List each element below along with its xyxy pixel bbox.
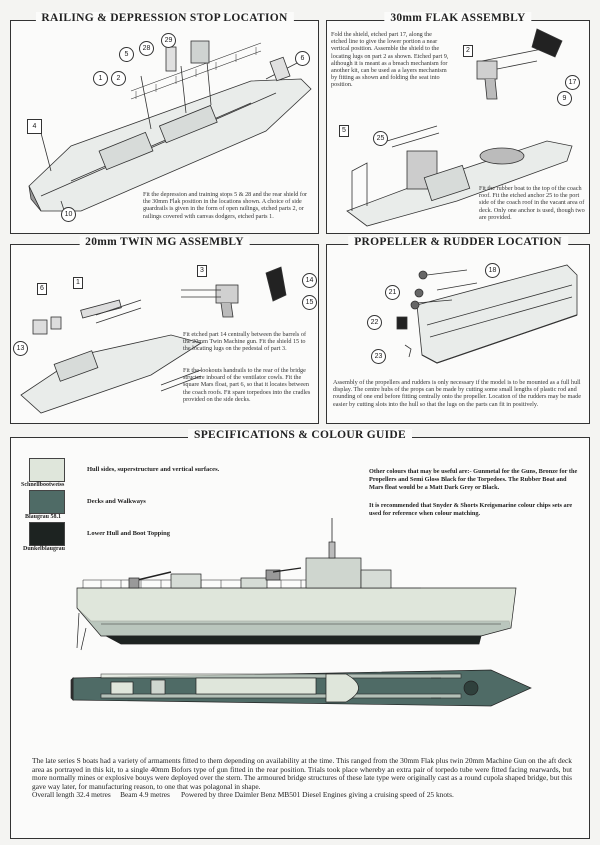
swatch-desc-3: Lower Hull and Boot Topping bbox=[87, 530, 170, 537]
flak-callout-9: 9 bbox=[557, 91, 572, 106]
callout-5: 5 bbox=[119, 47, 134, 62]
side-profile bbox=[76, 518, 517, 651]
mg-callout-13: 13 bbox=[13, 341, 28, 356]
swatch-dunkelblaugrau bbox=[29, 522, 65, 546]
callout-2: 2 bbox=[111, 71, 126, 86]
callout-29: 29 bbox=[161, 33, 176, 48]
swatch-desc-2: Decks and Walkways bbox=[87, 498, 146, 505]
mg-callout-6: 6 bbox=[37, 283, 47, 295]
callout-1: 1 bbox=[93, 71, 108, 86]
prop-callout-23: 23 bbox=[371, 349, 386, 364]
flak-panel: 30mm FLAK ASSEMBLY Fold the shield, etch… bbox=[326, 12, 590, 234]
specs-line: Overall length 32.4 metres Beam 4.9 metr… bbox=[32, 791, 572, 800]
other-colours-note: Other colours that may be useful are:- G… bbox=[369, 468, 578, 491]
propeller-diagram bbox=[396, 264, 578, 364]
swatch-schnellbootweiss bbox=[29, 458, 65, 482]
swatch-blaugrau bbox=[29, 490, 65, 514]
railing-diagram bbox=[28, 40, 312, 217]
callout-6: 6 bbox=[295, 51, 310, 66]
prop-callout-18: 18 bbox=[485, 263, 500, 278]
swatch-label-1: Schnellbootweiss bbox=[21, 482, 65, 488]
swatch-desc-1: Hull sides, superstructure and vertical … bbox=[87, 466, 220, 473]
mg-callout-15: 15 bbox=[302, 295, 317, 310]
flak-note-bottom: Fit the rubber boat to the top of the co… bbox=[479, 185, 585, 221]
callout-10: 10 bbox=[61, 207, 76, 222]
flak-callout-17: 17 bbox=[565, 75, 580, 90]
prop-callout-22: 22 bbox=[367, 315, 382, 330]
description-paragraph: The late series S boats had a variety of… bbox=[32, 756, 572, 791]
callout-4: 4 bbox=[27, 119, 42, 134]
swatch-label-2: Blaugrau 58.1 bbox=[25, 514, 62, 520]
plan-view bbox=[70, 669, 532, 707]
callout-28: 28 bbox=[139, 41, 154, 56]
mg-diagram bbox=[20, 266, 287, 414]
flak-title: 30mm FLAK ASSEMBLY bbox=[384, 12, 532, 24]
flak-callout-5: 5 bbox=[339, 125, 349, 137]
flak-callout-25: 25 bbox=[373, 131, 388, 146]
mg-callout-1: 1 bbox=[73, 277, 83, 289]
swatch-label-3: Dunkelblaugrau bbox=[23, 546, 66, 552]
railing-title: RAILING & DEPRESSION STOP LOCATION bbox=[35, 12, 294, 24]
flak-callout-2: 2 bbox=[463, 45, 473, 57]
mg-note-bottom: Fit the lookouts handrails to the rear o… bbox=[183, 367, 311, 403]
overall-length: Overall length 32.4 metres bbox=[32, 790, 111, 800]
propeller-note: Assembly of the propellers and rudders i… bbox=[333, 379, 581, 408]
mg-panel: 20mm TWIN MG ASSEMBLY 3 14 15 1 6 13 Fit… bbox=[10, 236, 319, 424]
boat-drawings bbox=[70, 518, 532, 707]
railing-panel: RAILING & DEPRESSION STOP LOCATION 1 2 4… bbox=[10, 12, 319, 234]
mg-callout-3: 3 bbox=[197, 265, 207, 277]
mg-callout-14: 14 bbox=[302, 273, 317, 288]
prop-callout-21: 21 bbox=[385, 285, 400, 300]
propeller-title: PROPELLER & RUDDER LOCATION bbox=[348, 236, 568, 248]
mg-title: 20mm TWIN MG ASSEMBLY bbox=[79, 236, 250, 248]
specs-title: SPECIFICATIONS & COLOUR GUIDE bbox=[188, 429, 412, 441]
flak-note-top: Fold the shield, etched part 17, along t… bbox=[331, 31, 449, 89]
propeller-panel: PROPELLER & RUDDER LOCATION 18 21 22 23 … bbox=[326, 236, 590, 424]
power: Powered by three Daimler Benz MB501 Dies… bbox=[181, 790, 454, 800]
specs-panel: SPECIFICATIONS & COLOUR GUIDE Schnellboo… bbox=[10, 429, 590, 839]
recommendation-note: It is recommended that Snyder & Shorts K… bbox=[369, 502, 573, 517]
beam: Beam 4.9 metres bbox=[120, 790, 170, 800]
mg-note-top: Fit etched part 14 centrally between the… bbox=[183, 331, 307, 353]
flak-diagram bbox=[346, 28, 573, 227]
description-block: The late series S boats had a variety of… bbox=[32, 756, 572, 800]
railing-note: Fit the depression and training stops 5 … bbox=[143, 191, 308, 220]
